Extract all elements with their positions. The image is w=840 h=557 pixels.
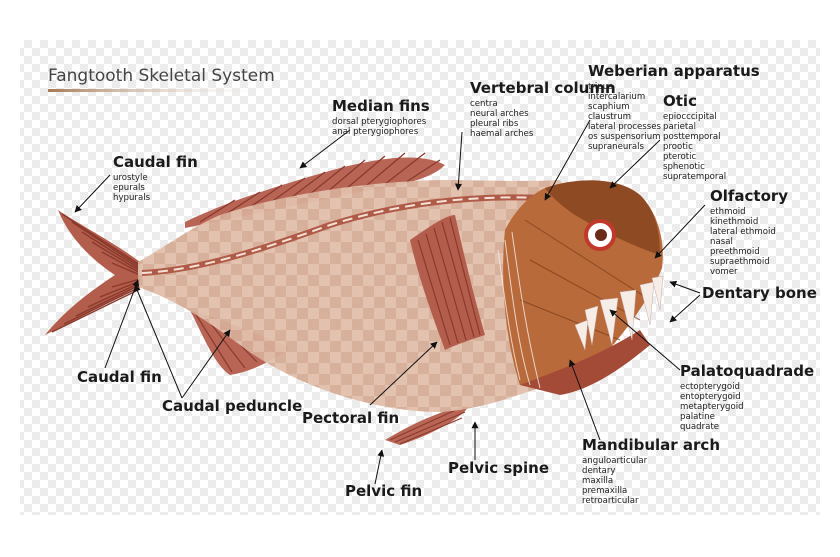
fish-body (138, 180, 600, 412)
label-vertebral-column: Vertebral column centra neural arches pl… (470, 79, 616, 139)
fish-head (497, 180, 664, 395)
pectoral-fin-title: Pectoral fin (302, 409, 399, 427)
palatoquadrade-item: palatine (680, 412, 715, 422)
label-weberian-apparatus: Weberian apparatus tripus intercalarium … (588, 62, 760, 152)
caudal-fin-top-title: Caudal fin (113, 153, 198, 171)
caudal-peduncle-title: Caudal peduncle (162, 397, 302, 415)
mandibular-item: maxilla (582, 476, 613, 486)
otic-item: epiocccipital (663, 112, 717, 122)
pelvic-fin-title: Pelvic fin (345, 482, 422, 500)
vertebral-column-item: centra (470, 99, 498, 109)
otic-item: prootic (663, 142, 693, 152)
olfactory-item: ethmoid (710, 207, 746, 217)
caudal-fin-top-item: hypurals (113, 193, 151, 203)
mandibular-item: premaxilla (582, 486, 627, 496)
weberian-item: claustrum (588, 112, 631, 122)
label-median-fins: Median fins dorsal pterygiophores anal p… (332, 97, 430, 137)
label-mandibular-arch: Mandibular arch anguloarticular dentary … (582, 436, 720, 506)
pelvic-spine-title: Pelvic spine (448, 459, 549, 477)
caudal-fin-bottom-title: Caudal fin (77, 368, 162, 386)
median-fins-item: anal pterygiophores (332, 127, 419, 137)
vertebral-column-item: haemal arches (470, 129, 534, 139)
vertebral-column-item: pleural ribs (470, 119, 519, 129)
palatoquadrade-item: entopterygoid (680, 392, 741, 402)
caudal-fin-top-item: epurals (113, 183, 145, 193)
label-otic: Otic epiocccipital parietal posttemporal… (663, 92, 726, 182)
olfactory-item: nasal (710, 237, 733, 247)
weberian-item: supraneurals (588, 142, 645, 152)
label-caudal-fin-top: Caudal fin urostyle epurals hypurals (113, 153, 198, 203)
label-palatoquadrade: Palatoquadrade ectopterygoid entopterygo… (680, 362, 814, 432)
otic-item: sphenotic (663, 162, 705, 172)
vertebral-column-title: Vertebral column (470, 79, 616, 97)
olfactory-item: lateral ethmoid (710, 227, 776, 237)
olfactory-item: supraethmoid (710, 257, 770, 267)
mandibular-item: dentary (582, 466, 615, 476)
otic-item: parietal (663, 122, 696, 132)
weberian-item: tripus (588, 82, 613, 92)
title-underline (48, 89, 283, 92)
weberian-item: os suspensorium (588, 132, 661, 142)
dentary-bone-title: Dentary bone (702, 284, 817, 302)
caudal-fin-top-item: urostyle (113, 173, 148, 183)
palatoquadrade-title: Palatoquadrade (680, 362, 814, 380)
otic-item: pterotic (663, 152, 696, 162)
palatoquadrade-item: metapterygoid (680, 402, 744, 412)
mandibular-item: retroarticular (582, 496, 639, 506)
weberian-item: lateral processes (588, 122, 662, 132)
label-olfactory: Olfactory ethmoid kinethmoid lateral eth… (710, 187, 788, 277)
olfactory-title: Olfactory (710, 187, 788, 205)
label-arrows (74, 119, 706, 485)
otic-item: posttemporal (663, 132, 721, 142)
palatoquadrade-item: quadrate (680, 422, 719, 432)
weberian-item: scaphium (588, 102, 630, 112)
median-fins-title: Median fins (332, 97, 430, 115)
median-fins-item: dorsal pterygiophores (332, 117, 427, 127)
pectoral-fin-shape (410, 215, 485, 350)
olfactory-item: kinethmoid (710, 217, 758, 227)
otic-title: Otic (663, 92, 697, 110)
olfactory-item: vomer (710, 267, 738, 277)
weberian-apparatus-title: Weberian apparatus (588, 62, 760, 80)
palatoquadrade-item: ectopterygoid (680, 382, 740, 392)
mandibular-item: anguloarticular (582, 456, 648, 466)
weberian-item: intercalarium (588, 92, 645, 102)
mandibular-arch-title: Mandibular arch (582, 436, 720, 454)
vertebral-column-item: neural arches (470, 109, 529, 119)
olfactory-item: preethmoid (710, 247, 760, 257)
caudal-fin-shape (45, 210, 141, 335)
diagram-title: Fangtooth Skeletal System (48, 66, 275, 86)
otic-item: supratemporal (663, 172, 726, 182)
pelvic-fin-shape (385, 405, 470, 445)
vertebral-column-shape (141, 194, 546, 276)
